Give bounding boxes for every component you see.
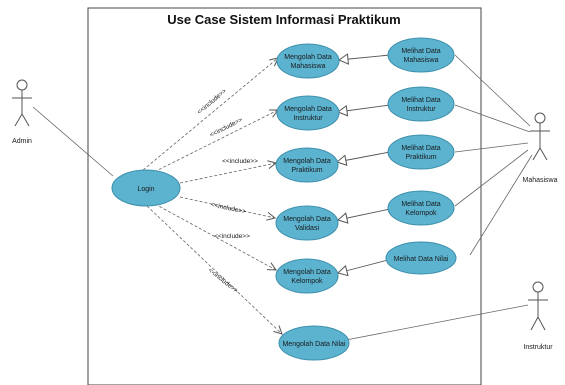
actor-mahasiswa-label: Mahasiswa <box>522 177 557 184</box>
usecase-label: Melihat Data Nilai <box>394 256 449 263</box>
usecase-label-line2: Mahasiswa <box>290 63 325 70</box>
usecase-label-line1: Mengolah Data <box>283 158 331 165</box>
usecase-mengolah-data-praktikum[interactable]: Mengolah Data Praktikum <box>275 147 339 183</box>
usecase-label-line2: Kelompok <box>291 278 323 285</box>
usecase-login[interactable]: Login <box>111 169 181 207</box>
actor-admin <box>12 79 32 127</box>
usecase-mengolah-data-kelompok[interactable]: Mengolah Data Kelompok <box>275 258 339 294</box>
include-relations <box>142 58 282 334</box>
usecase-label-line1: Mengolah Data <box>284 106 332 113</box>
usecase-melihat-data-kelompok[interactable]: Melihat Data Kelompok <box>387 190 455 226</box>
usecase-melihat-data-mahasiswa[interactable]: Melihat Data Mahasiswa <box>387 37 455 73</box>
usecase-label-line1: Melihat Data <box>401 97 440 104</box>
usecase-label-line2: Kelompok <box>405 210 437 217</box>
usecase-melihat-data-nilai[interactable]: Melihat Data Nilai <box>385 241 457 275</box>
usecase-label-line2: Instruktur <box>406 106 436 113</box>
usecase-melihat-data-instruktur[interactable]: Melihat Data Instruktur <box>387 86 455 122</box>
generalization-arrows <box>335 53 391 277</box>
diagram-title: Use Case Sistem Informasi Praktikum <box>167 12 400 27</box>
actor-mahasiswa <box>530 112 550 161</box>
usecase-label-line1: Mengolah Data <box>283 269 331 276</box>
usecase-label-line1: Melihat Data <box>401 201 440 208</box>
actor-instruktur <box>528 281 548 331</box>
usecase-mengolah-data-mahasiswa[interactable]: Mengolah Data Mahasiswa <box>276 43 340 79</box>
usecase-label-line1: Mengolah Data <box>283 216 331 223</box>
usecase-mengolah-data-instruktur[interactable]: Mengolah Data Instruktur <box>276 95 340 131</box>
include-label-6: <<include>> <box>207 267 240 295</box>
association-lines <box>32 54 533 341</box>
include-label-1: <<include>> <box>196 88 228 116</box>
usecase-label-line1: Mengolah Data <box>284 54 332 61</box>
usecase-label-line2: Instruktur <box>293 115 323 122</box>
usecase-mengolah-data-nilai[interactable]: Mengolah Data Nilai <box>278 325 350 361</box>
usecase-label-line2: Validasi <box>295 225 319 232</box>
usecase-label-line2: Mahasiswa <box>403 57 438 64</box>
include-label-4: <<include>> <box>210 201 247 215</box>
actor-admin-label: Admin <box>12 138 32 145</box>
include-label-3: <<include>> <box>222 158 258 165</box>
usecase-label: Mengolah Data Nilai <box>282 341 345 348</box>
usecase-label-line1: Melihat Data <box>401 48 440 55</box>
usecase-mengolah-data-validasi[interactable]: Mengolah Data Validasi <box>275 205 339 241</box>
include-label-5: <<include>> <box>214 233 250 240</box>
usecase-label-line2: Praktikum <box>291 167 322 174</box>
usecase-melihat-data-praktikum[interactable]: Melihat Data Praktikum <box>387 134 455 170</box>
actor-instruktur-label: Instruktur <box>523 344 553 351</box>
usecase-label-line2: Praktikum <box>405 154 436 161</box>
usecase-label-line1: Melihat Data <box>401 145 440 152</box>
usecase-login-label: Login <box>137 186 154 193</box>
system-boundary <box>87 7 482 385</box>
